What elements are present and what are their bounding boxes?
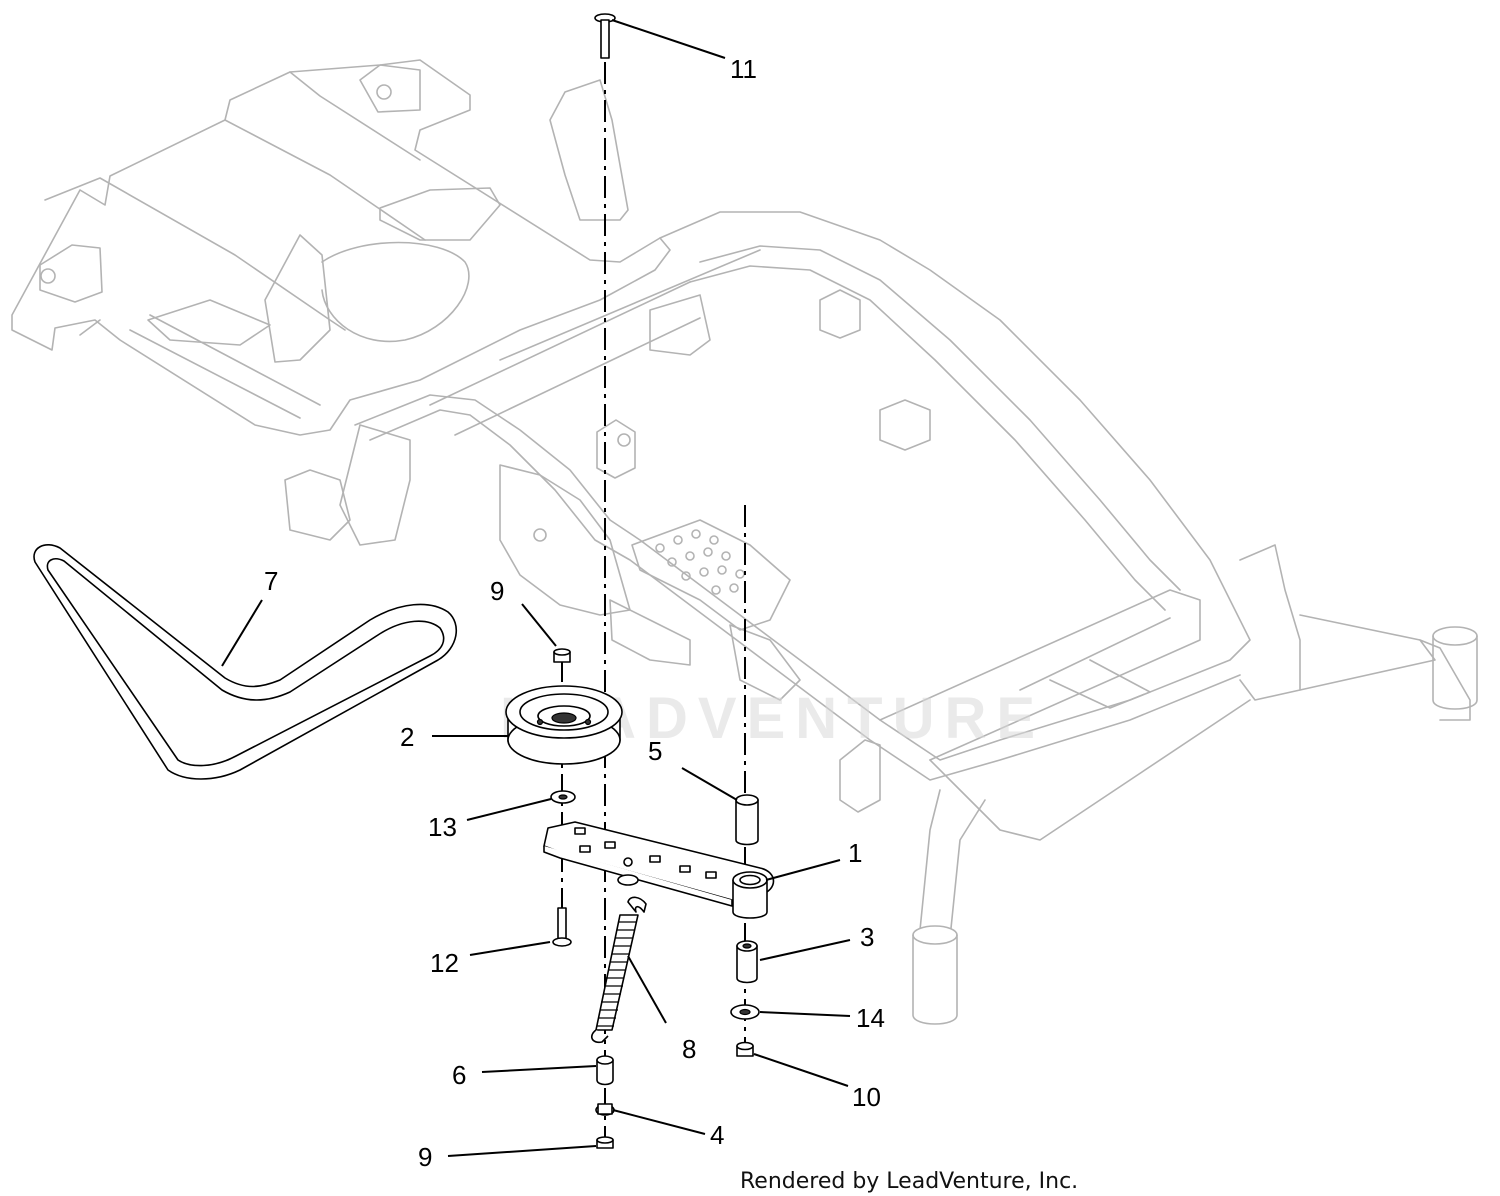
idler-arm [543,821,775,919]
callout-9-bottom: 9 [418,1142,432,1172]
nut-bottom [596,1136,614,1149]
washer-13 [550,790,576,804]
callout-12: 12 [430,948,459,978]
idler-arm-slots [574,827,717,879]
callout-5: 5 [648,736,662,766]
bolt [594,13,616,59]
idler-pulley [505,685,623,765]
bushing-3 [736,940,758,984]
leader-lines [221,19,851,1157]
callout-13: 13 [428,812,457,842]
callout-10: 10 [852,1082,881,1112]
perforated-plate-holes [655,529,745,595]
callout-9-top: 9 [490,576,504,606]
callout-11: 11 [730,54,757,84]
flange-nut-4 [595,1103,615,1116]
callout-labels: 11 7 9 2 5 13 1 3 12 14 8 6 10 4 9 [264,54,885,1172]
render-credit: Rendered by LeadVenture, Inc. [740,1169,1078,1194]
callout-2: 2 [400,722,414,752]
extension-spring [590,896,647,1044]
mower-frame [11,59,1478,1025]
callout-8: 8 [682,1034,696,1064]
spring-coils [597,921,637,1027]
callout-1: 1 [848,838,862,868]
nut-10 [736,1041,754,1057]
spacer-6 [596,1055,614,1086]
callout-7: 7 [264,566,278,596]
assembly-centerlines [561,62,746,1140]
callout-3: 3 [860,922,874,952]
washer-14 [730,1004,760,1020]
nut-top [553,648,571,663]
callout-6: 6 [452,1060,466,1090]
callout-14: 14 [856,1003,885,1033]
callout-4: 4 [710,1120,724,1150]
bolt-12 [552,907,572,947]
bushing-5 [735,794,759,846]
belt [33,544,457,780]
